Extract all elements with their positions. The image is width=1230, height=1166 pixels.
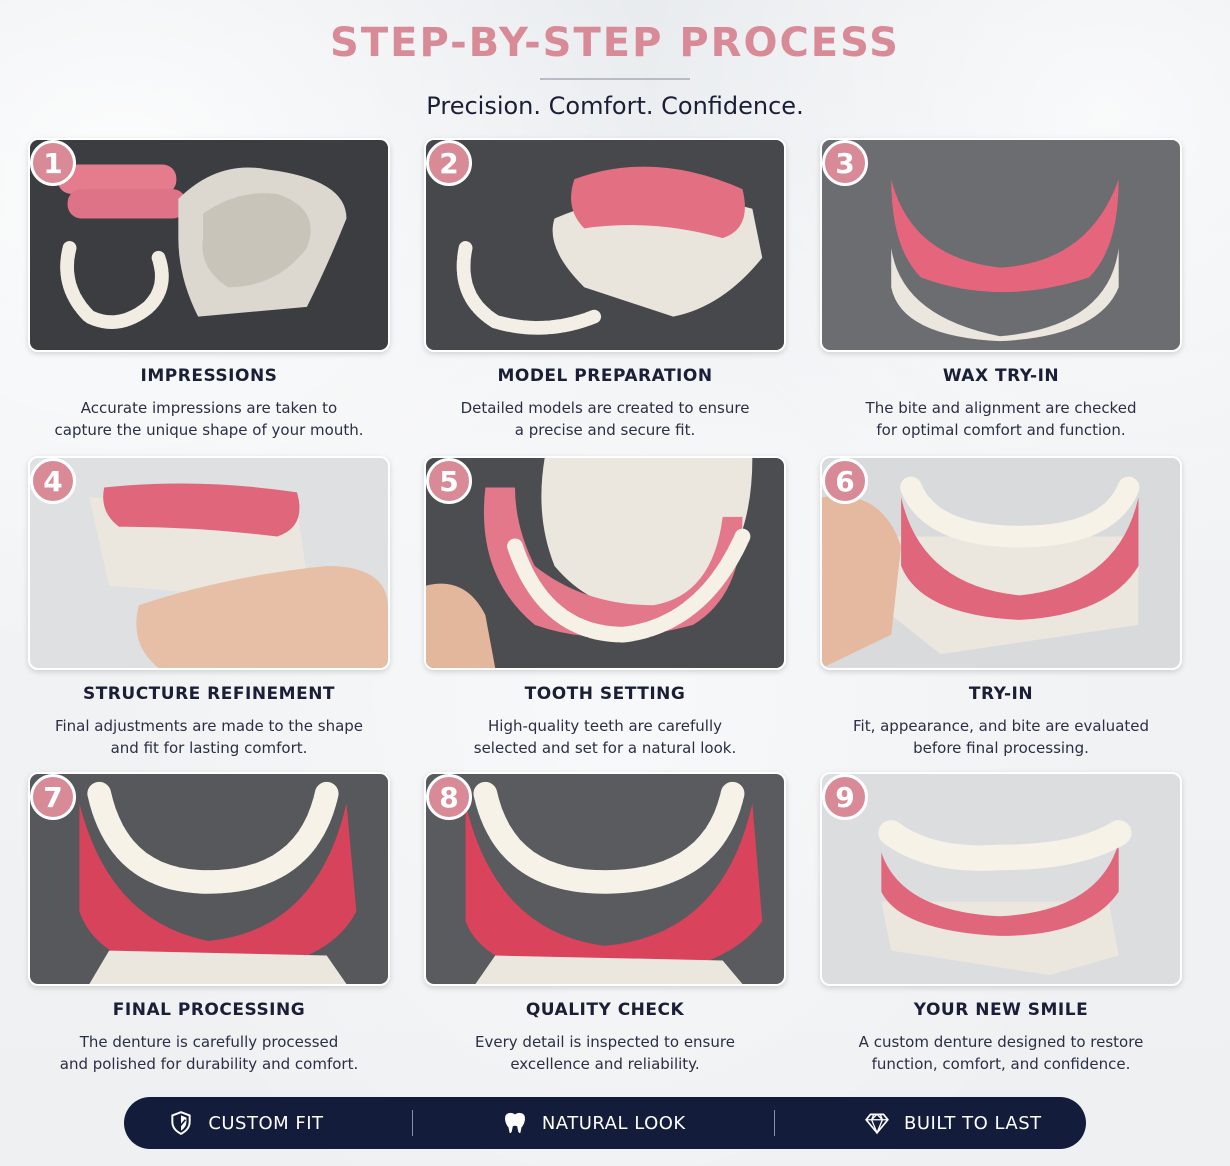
step-description: Detailed models are created to ensure a … <box>460 399 750 439</box>
step-description: Every detail is inspected to ensure exce… <box>475 1033 735 1073</box>
step-title: QUALITY CHECK <box>525 1000 685 1020</box>
step-description: The denture is carefully processed and p… <box>59 1033 359 1073</box>
feature-label: CUSTOM FIT <box>208 1112 324 1134</box>
step-photo-structure-refinement <box>28 456 390 670</box>
feature-label: BUILT TO LAST <box>903 1112 1042 1134</box>
step-number-badge: 1 <box>30 140 76 186</box>
step-card-5: 5 TOOTH SETTING High-quality teeth are c… <box>424 456 786 759</box>
page-title: STEP-BY-STEP PROCESS <box>330 20 900 66</box>
diamond-icon <box>865 1113 889 1135</box>
step-number-badge: 7 <box>30 774 76 820</box>
feature-divider <box>774 1110 776 1136</box>
feature-custom-fit: CUSTOM FIT <box>168 1110 323 1136</box>
step-description: Accurate impressions are taken to captur… <box>54 399 364 439</box>
step-title: WAX TRY-IN <box>942 366 1060 386</box>
step-description: Fit, appearance, and bite are evaluated … <box>852 717 1150 757</box>
step-description: High-quality teeth are carefully selecte… <box>473 717 737 757</box>
step-card-7: 7 FINAL PROCESSING The denture is carefu… <box>28 772 390 1075</box>
step-photo-tooth-setting <box>424 456 786 670</box>
step-title: STRUCTURE REFINEMENT <box>82 684 336 704</box>
step-photo-impressions <box>28 138 390 352</box>
step-description: The bite and alignment are checked for o… <box>865 399 1137 439</box>
step-number-badge: 8 <box>426 774 472 820</box>
step-number-badge: 6 <box>822 458 868 504</box>
header: STEP-BY-STEP PROCESS Precision. Comfort.… <box>0 20 1230 120</box>
step-photo-final-processing <box>28 772 390 986</box>
step-photo-wax-try-in <box>820 138 1182 352</box>
title-divider <box>540 78 690 80</box>
step-card-6: 6 TRY-IN Fit, appearance, and bite are e… <box>820 456 1182 759</box>
step-title: TRY-IN <box>968 684 1034 704</box>
step-photo-new-smile <box>820 772 1182 986</box>
step-card-4: 4 STRUCTURE REFINEMENT Final adjustments… <box>28 456 390 759</box>
page-subtitle: Precision. Comfort. Confidence. <box>426 92 804 120</box>
step-photo-try-in <box>820 456 1182 670</box>
step-number-badge: 4 <box>30 458 76 504</box>
step-card-1: 1 IMPRESSIONS Accurate impressions are t… <box>28 138 390 441</box>
step-number-badge: 9 <box>822 774 868 820</box>
shield-check-icon <box>171 1111 191 1135</box>
step-title: IMPRESSIONS <box>140 366 278 386</box>
step-card-9: 9 YOUR NEW SMILE A custom denture design… <box>820 772 1182 1075</box>
step-title: MODEL PREPARATION <box>497 366 713 386</box>
step-number-badge: 2 <box>426 140 472 186</box>
step-title: TOOTH SETTING <box>524 684 686 704</box>
step-photo-model-preparation <box>424 138 786 352</box>
step-number-badge: 5 <box>426 458 472 504</box>
step-number-badge: 3 <box>822 140 868 186</box>
feature-bar: CUSTOM FIT NATURAL LOOK BUILT TO LAST <box>124 1097 1086 1149</box>
step-card-8: 8 QUALITY CHECK Every detail is inspecte… <box>424 772 786 1075</box>
step-title: YOUR NEW SMILE <box>913 1000 1089 1020</box>
feature-natural-look: NATURAL LOOK <box>502 1110 686 1136</box>
feature-label: NATURAL LOOK <box>541 1112 686 1134</box>
step-description: Final adjustments are made to the shape … <box>54 717 364 757</box>
step-description: A custom denture designed to restore fun… <box>858 1033 1144 1073</box>
feature-divider <box>412 1110 414 1136</box>
feature-built-to-last: BUILT TO LAST <box>864 1110 1042 1136</box>
step-photo-quality-check <box>424 772 786 986</box>
tooth-icon <box>504 1112 525 1134</box>
step-title: FINAL PROCESSING <box>112 1000 306 1020</box>
step-card-3: 3 WAX TRY-IN The bite and alignment are … <box>820 138 1182 441</box>
step-card-2: 2 MODEL PREPARATION Detailed models are … <box>424 138 786 441</box>
